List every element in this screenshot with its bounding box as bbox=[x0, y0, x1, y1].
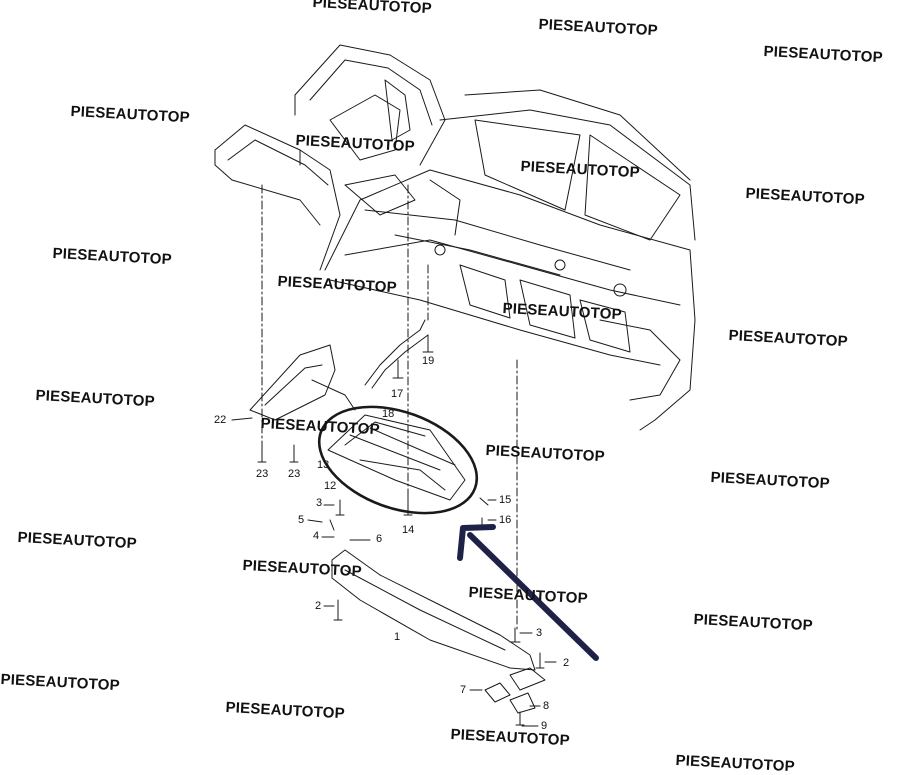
callout-2a: 2 bbox=[315, 600, 322, 612]
bracket-part bbox=[364, 319, 429, 389]
callout-12: 12 bbox=[324, 480, 337, 492]
callout-1: 1 bbox=[394, 631, 401, 643]
callout-5: 5 bbox=[298, 514, 305, 526]
callout-18: 18 bbox=[382, 408, 395, 420]
callout-23a: 23 bbox=[256, 468, 269, 480]
callout-9: 9 bbox=[541, 720, 548, 732]
pointer-arrow bbox=[457, 524, 599, 661]
highlight-ellipse bbox=[317, 405, 479, 515]
callout-8: 8 bbox=[543, 700, 550, 712]
callout-3a: 3 bbox=[316, 497, 323, 509]
callout-2b: 2 bbox=[563, 657, 570, 669]
callout-3b: 3 bbox=[536, 627, 543, 639]
callout-4: 4 bbox=[313, 530, 320, 542]
small-brackets bbox=[484, 667, 546, 714]
callout-6: 6 bbox=[376, 533, 383, 545]
fasteners bbox=[257, 334, 545, 726]
callout-15: 15 bbox=[499, 494, 512, 506]
callout-23b: 23 bbox=[288, 468, 301, 480]
under-panel-part bbox=[331, 549, 536, 671]
callout-22: 22 bbox=[214, 414, 227, 426]
skid-plate-part bbox=[327, 414, 466, 501]
callout-14: 14 bbox=[402, 524, 415, 536]
callout-17: 17 bbox=[391, 388, 404, 400]
callout-16: 16 bbox=[499, 514, 512, 526]
heat-shield-part bbox=[249, 344, 356, 421]
callout-13: 13 bbox=[317, 459, 330, 471]
leader-lines bbox=[231, 417, 557, 727]
callout-7: 7 bbox=[460, 684, 467, 696]
callout-19: 19 bbox=[422, 355, 435, 367]
car-body-structure bbox=[214, 44, 696, 431]
